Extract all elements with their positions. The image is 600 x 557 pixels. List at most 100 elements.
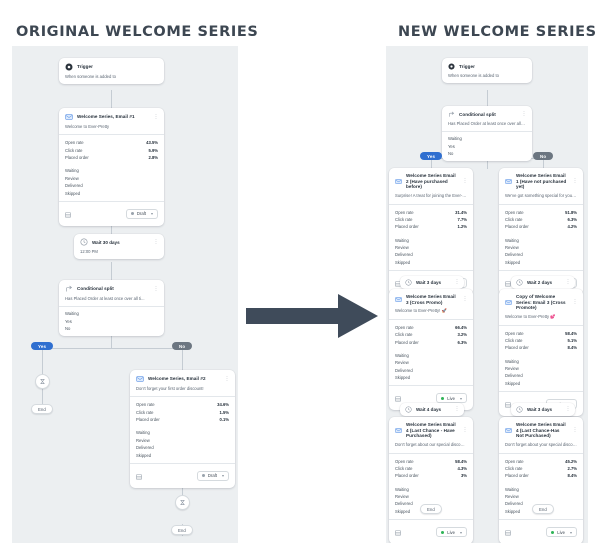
grid-icon[interactable] [65,205,71,223]
node-trigger[interactable]: Trigger When someone is added to [442,58,532,84]
node-header: Welcome Series Email 2 (Have purchased b… [389,168,473,193]
state-skipped: Skipped [505,508,521,514]
more-options-icon[interactable]: ⋮ [572,178,578,185]
flow-canvas-new[interactable]: Trigger When someone is added to Conditi… [386,46,588,543]
branch-badge-no[interactable]: No [172,342,193,350]
more-options-icon[interactable]: ⋮ [462,296,468,303]
node-conditional-split[interactable]: Conditional split ⋮ Has Placed Order at … [442,106,532,162]
metric-open-rate: Open rate 45.2% [505,458,577,465]
node-email-card[interactable]: Welcome Series Email 1 (Have not purchas… [499,168,583,296]
node-conditional-split[interactable]: Conditional split ⋮ Has Placed Order at … [59,280,164,337]
more-options-icon[interactable]: ⋮ [153,113,159,120]
node-wait[interactable]: Wait 3 days ⋮ [400,276,464,289]
metric-label: Placed order [505,345,529,351]
node-email-2[interactable]: Welcome Series, Email #2 ⋮ Don't forget … [130,370,235,488]
grid-icon[interactable] [505,523,511,541]
node-end-right[interactable]: End [171,525,193,535]
states-group: Waiting Yes No [442,131,532,161]
node-trigger[interactable]: Trigger When someone is added to [59,58,164,85]
metrics-group: Open rate 66.4% Click rate 3.2% Placed o… [389,318,473,349]
more-options-icon[interactable]: ⋮ [565,406,571,412]
state-no: No [448,151,454,157]
split-icon [448,111,455,118]
more-options-icon[interactable]: ⋮ [224,375,230,382]
status-dot-icon [441,396,445,400]
node-wait[interactable]: Wait 3 days ⋮ [511,403,575,416]
more-options-icon[interactable]: ⋮ [572,299,578,306]
connector [543,158,544,168]
metric-open-rate: Open rate 43.5% [65,139,158,146]
state-review: Review [395,360,409,366]
metric-placed-order: Placed order 8.4% [505,344,577,351]
node-wait[interactable]: Wait 4 days ⋮ [400,403,464,416]
node-email-card[interactable]: Welcome Series Email 4 (Last Chance-Has … [499,417,583,543]
grid-icon[interactable] [136,467,142,485]
metrics-group: Open rate 51.8% Click rate 6.3% Placed o… [499,203,583,234]
more-options-icon[interactable]: ⋮ [454,279,460,285]
node-end-left[interactable]: End [31,404,53,414]
status-dropdown-draft[interactable]: Draft ▾ [196,470,229,481]
state-review: Review [395,245,409,251]
state-waiting: Waiting [505,358,519,364]
node-end-right[interactable]: End [532,504,554,514]
node-email-card[interactable]: Welcome Series Email 3 (Cross Promo) ⋮ W… [389,289,473,411]
node-title: Wait 2 days [527,280,553,285]
node-header: Welcome Series Email 4 (Last Chance-Has … [499,417,583,442]
metric-value: 31.4% [455,209,467,215]
status-dropdown-live[interactable]: Live ▾ [436,527,467,538]
state-skipped: Skipped [136,452,152,458]
branch-badge-yes[interactable]: Yes [420,152,443,160]
branch-badge-no[interactable]: No [533,152,554,160]
status-dropdown-live[interactable]: Live ▾ [546,527,577,538]
grid-icon[interactable] [395,523,401,541]
node-email-card[interactable]: Welcome Series Email 2 (Have purchased b… [389,168,473,296]
node-header: Copy of Welcome Series: Email 3 (Cross P… [499,289,583,314]
metric-label: Open rate [395,324,414,330]
status-label: Live [447,395,455,401]
node-wait-30-days[interactable]: Wait 30 days ⋮ 12:00 PM [74,234,164,259]
more-options-icon[interactable]: ⋮ [572,427,578,434]
node-end-left[interactable]: End [420,504,442,514]
state-skipped: Skipped [395,259,411,265]
node-exit-marker-right[interactable] [175,495,190,510]
status-dot-icon [130,212,134,216]
branch-badge-yes[interactable]: Yes [31,342,54,350]
node-title: Conditional split [77,286,114,292]
node-wait[interactable]: Wait 2 days ⋮ [511,276,575,289]
node-email-card[interactable]: Welcome Series Email 4 (Last Chance - Ha… [389,417,473,543]
grid-icon[interactable] [505,395,511,413]
node-exit-marker-left[interactable] [35,374,50,389]
node-email-card[interactable]: Copy of Welcome Series: Email 3 (Cross P… [499,289,583,417]
node-title: Welcome Series Email 1 (Have not purchas… [516,173,567,190]
node-header: Welcome Series Email 4 (Last Chance - Ha… [389,417,473,442]
more-options-icon[interactable]: ⋮ [462,427,468,434]
state-skipped: Skipped [505,380,521,386]
node-header: Welcome Series Email 3 (Cross Promo) ⋮ [389,289,473,308]
state-yes: Yes [65,318,72,324]
more-options-icon[interactable]: ⋮ [565,279,571,285]
more-options-icon[interactable]: ⋮ [454,406,460,412]
email-icon [505,299,512,306]
state-review: Review [505,366,519,372]
metric-open-rate: Open rate 51.8% [505,209,577,216]
metric-value: 8.4% [567,345,577,351]
flow-canvas-original[interactable]: Trigger When someone is added to Welcome… [12,46,238,543]
more-options-icon[interactable]: ⋮ [153,285,159,292]
more-options-icon[interactable]: ⋮ [153,238,159,245]
status-dot-icon [441,530,445,534]
status-dropdown-live[interactable]: Live ▾ [436,393,467,404]
metric-label: Click rate [505,217,523,222]
status-dropdown-draft[interactable]: Draft ▾ [125,208,158,219]
more-options-icon[interactable]: ⋮ [521,111,527,117]
grid-icon[interactable] [395,389,401,407]
state-skipped: Skipped [505,259,521,265]
chevron-down-icon: ▾ [569,529,572,535]
node-header: Wait 2 days ⋮ [516,279,570,286]
node-subtitle: Don't forget your first order discount! [136,386,204,391]
state-waiting: Waiting [395,486,409,492]
more-options-icon[interactable]: ⋮ [462,178,468,185]
grid-icon[interactable] [505,274,511,292]
metric-label: Placed order [136,417,160,423]
state-waiting: Waiting [395,352,409,358]
node-email-1[interactable]: Welcome Series, Email #1 ⋮ Welcome to Ev… [59,108,164,226]
